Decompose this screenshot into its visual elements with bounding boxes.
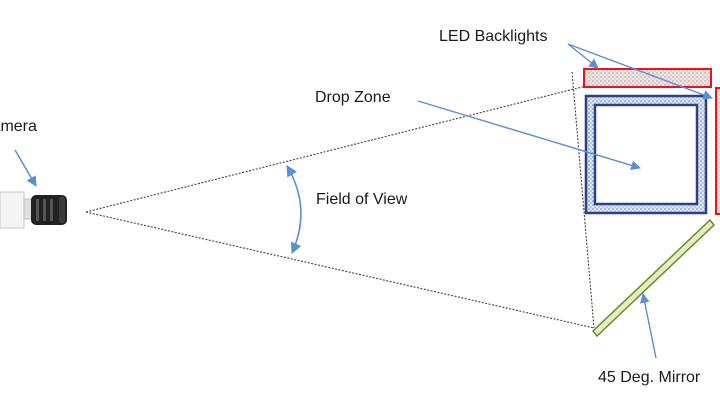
- mirror-icon: [591, 218, 716, 338]
- field-of-view-label: Field of View: [316, 191, 408, 208]
- camera-arrow-icon: [14, 149, 37, 187]
- drop-zone-box: [584, 94, 708, 215]
- fov-lower-line: [85, 211, 595, 329]
- mirror-label: 45 Deg. Mirror: [598, 369, 701, 386]
- camera-label: Camera: [0, 118, 37, 135]
- led-top-arrow-icon: [567, 43, 599, 69]
- field-of-view-lines: [85, 71, 595, 329]
- led-backlights-label: LED Backlights: [439, 28, 548, 45]
- led-side-arrow-icon: [567, 43, 713, 100]
- drop-zone-label: Drop Zone: [315, 89, 391, 106]
- led-backlight-top: [583, 68, 712, 88]
- camera-icon: [0, 191, 67, 229]
- fov-angle-arc: [286, 165, 302, 255]
- drop-zone-arrow-icon: [417, 100, 641, 171]
- mirror-arrow-icon: [639, 293, 657, 359]
- fov-far-edge-line: [571, 71, 595, 329]
- led-backlight-right: [715, 87, 720, 215]
